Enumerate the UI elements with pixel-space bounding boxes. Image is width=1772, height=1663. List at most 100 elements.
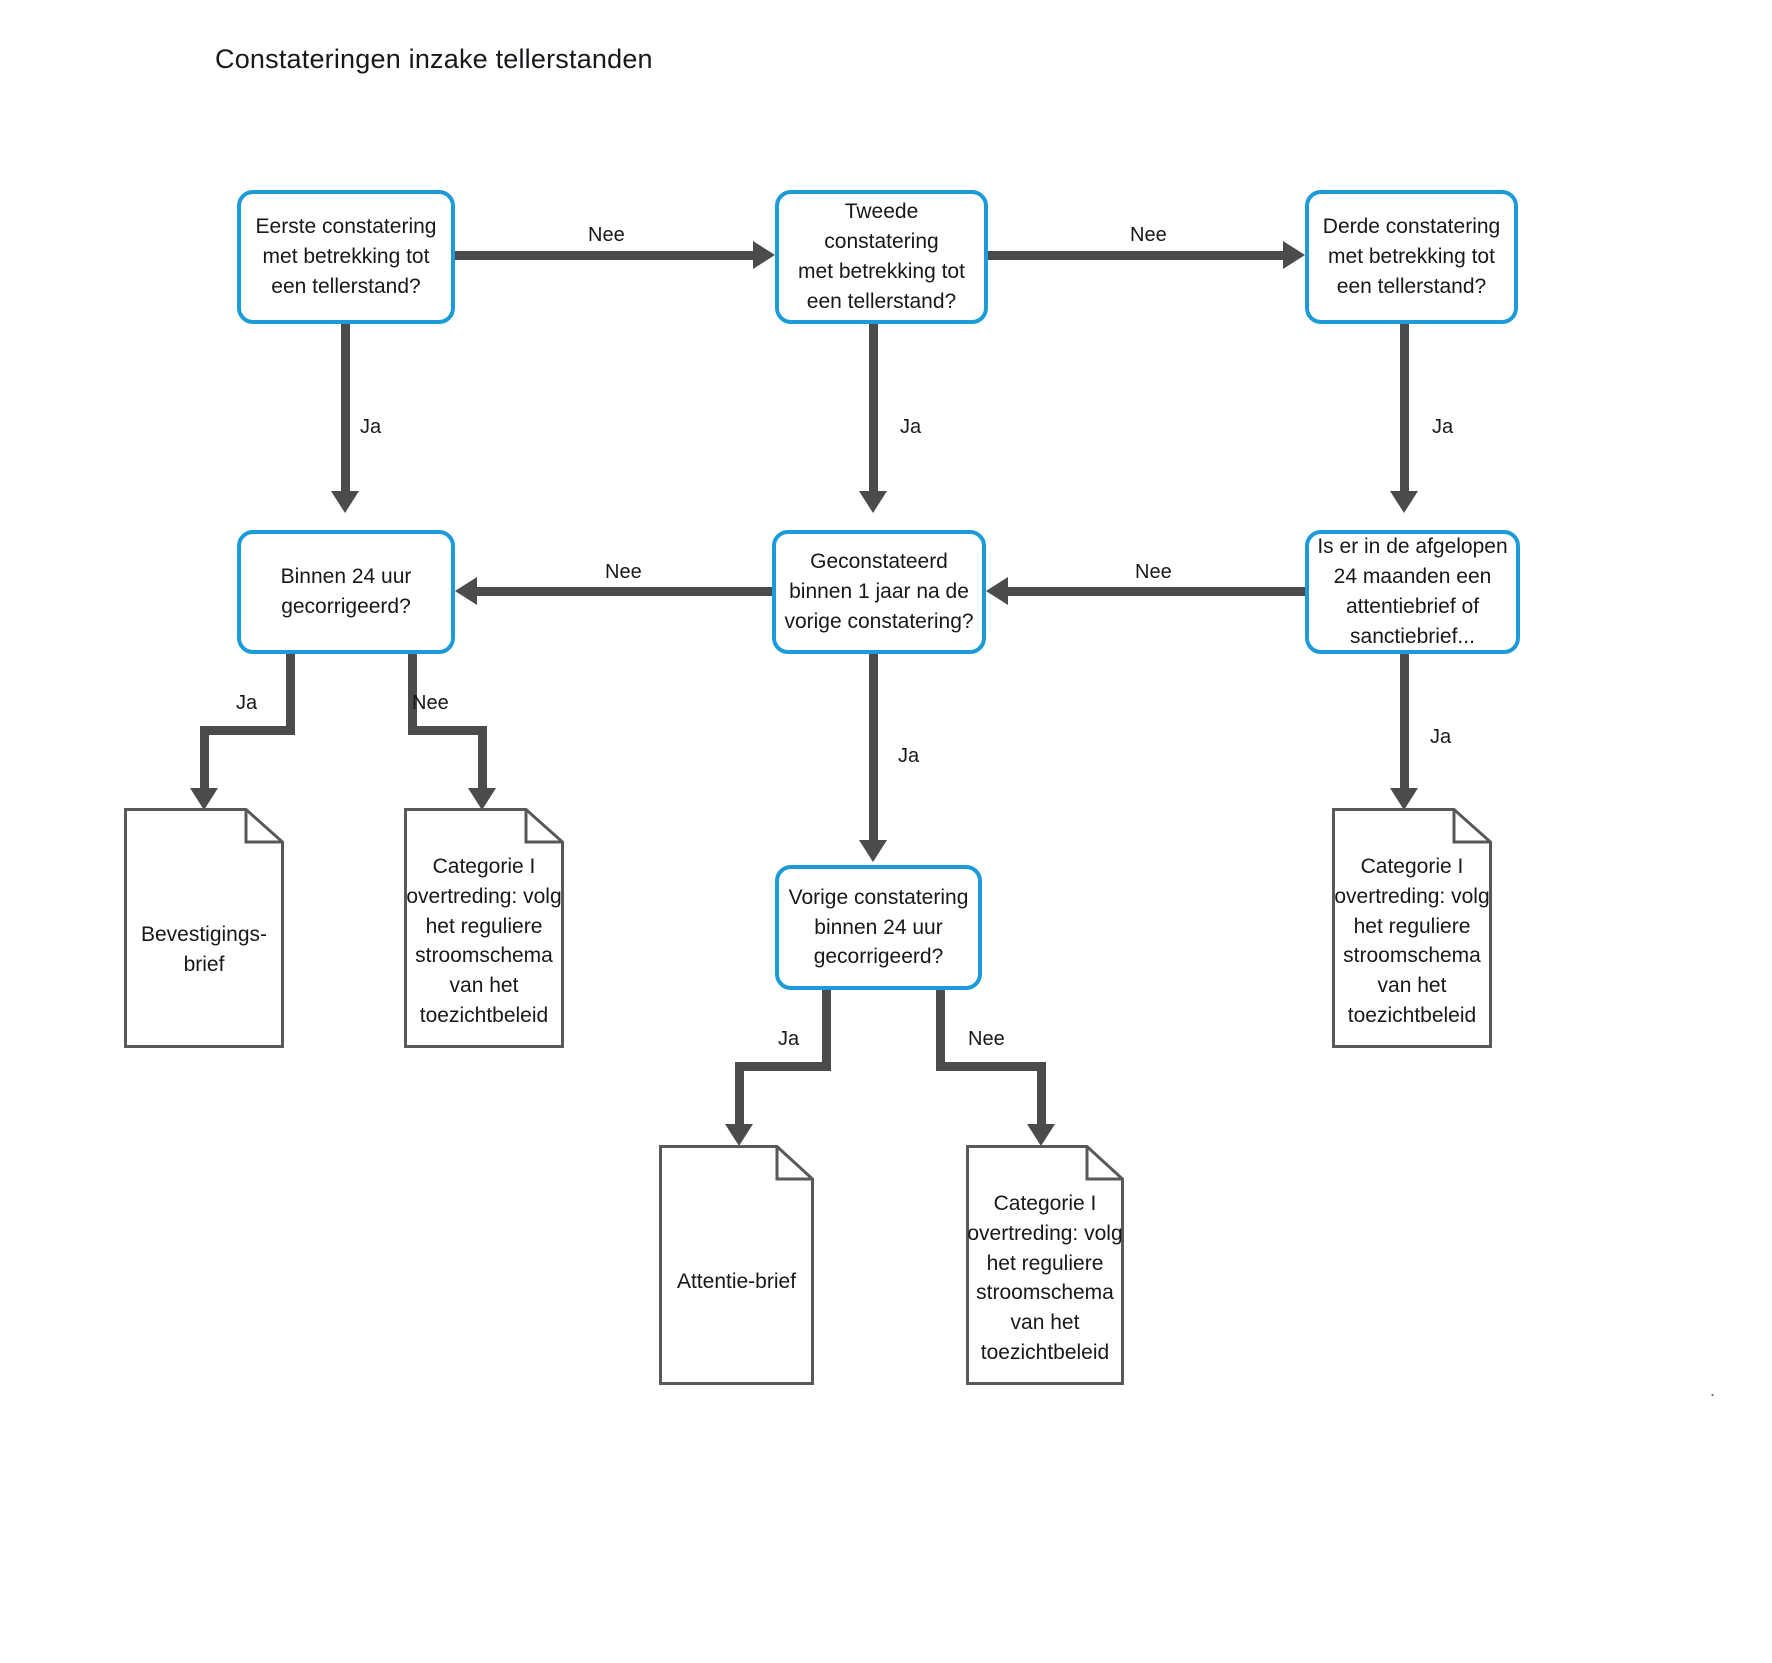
- node-line: sanctiebrief...: [1350, 624, 1475, 648]
- edge-label-tweede-to-derde: Nee: [1130, 224, 1167, 246]
- edge-binnen24-ja-vert2: [200, 726, 209, 790]
- edge-vorige-ja-vert2: [735, 1062, 744, 1126]
- node-line: Is er in de afgelopen: [1317, 535, 1508, 559]
- edge-vorige-ja-arrowhead: [725, 1124, 753, 1146]
- node-line: toezichtbeleid: [1347, 1004, 1477, 1028]
- node-line: van het: [1377, 974, 1447, 998]
- edge-label-eerste-to-tweede: Nee: [588, 224, 625, 246]
- edge-eerste-to-binnen24-arrowhead: [331, 491, 359, 513]
- document-label: Categorie I overtreding: volg het reguli…: [1332, 852, 1492, 1031]
- node-line: een tellerstand?: [271, 274, 421, 298]
- node-line: Tweede constatering: [824, 200, 939, 254]
- edge-afgelopen24-to-categorie-arrowhead: [1390, 788, 1418, 810]
- node-line: vorige constatering?: [784, 609, 974, 633]
- node-line: Categorie I: [993, 1192, 1097, 1215]
- edge-label-afgelopen24-to-categorie: Ja: [1430, 726, 1452, 748]
- node-line: van het: [1010, 1311, 1080, 1335]
- node-line: Binnen 24 uur: [280, 565, 412, 589]
- document-label: Categorie I overtreding: volg het reguli…: [966, 1189, 1124, 1368]
- edge-eerste-to-tweede-arrowhead: [753, 241, 775, 269]
- edge-vorige-ja-horiz: [735, 1062, 831, 1071]
- edge-vorige-nee-horiz: [936, 1062, 1046, 1071]
- edge-geconstateerd-to-vorige-line: [869, 654, 878, 840]
- edge-geconstateerd-to-vorige-arrowhead: [859, 840, 887, 862]
- footnote-dot: .: [1710, 1380, 1716, 1400]
- node-line: met betrekking tot: [798, 260, 965, 283]
- document-categorie-i-onder[interactable]: Categorie I overtreding: volg het reguli…: [966, 1145, 1124, 1385]
- edge-binnen24-nee-horiz: [408, 726, 487, 735]
- node-line: stroomschema: [976, 1281, 1114, 1305]
- edge-derde-to-afgelopen24-line: [1400, 324, 1409, 491]
- edge-tweede-to-geconstateerd-line: [869, 324, 878, 491]
- edge-tweede-to-derde-line: [988, 251, 1283, 260]
- node-line: overtreding:: [406, 884, 518, 908]
- node-line: reguliere: [1388, 914, 1471, 938]
- edge-afgelopen24-to-geconstateerd-arrowhead: [986, 577, 1008, 605]
- decision-afgelopen-24-maanden[interactable]: Is er in de afgelopen 24 maanden een att…: [1305, 530, 1520, 654]
- node-line: Categorie I: [1360, 855, 1464, 878]
- edge-label-afgelopen24-to-geconstateerd: Nee: [1135, 561, 1172, 583]
- node-line: Geconstateerd: [810, 550, 948, 574]
- node-line: volg het: [1353, 884, 1490, 938]
- decision-vorige-constatering[interactable]: Vorige constatering binnen 24 uur gecorr…: [775, 865, 982, 990]
- node-line: Bevestigings-: [140, 923, 268, 946]
- document-label: Attentie-brief: [659, 1267, 814, 1297]
- document-categorie-i-rechts[interactable]: Categorie I overtreding: volg het reguli…: [1332, 808, 1492, 1048]
- edge-label-binnen24-ja: Ja: [236, 692, 258, 714]
- decision-geconstateerd-binnen-1-jaar[interactable]: Geconstateerd binnen 1 jaar na de vorige…: [772, 530, 986, 654]
- node-line: met betrekking tot: [262, 245, 430, 269]
- decision-tweede-constatering[interactable]: Tweede constatering met betrekking tot e…: [775, 190, 988, 324]
- edge-binnen24-ja-vert1: [286, 654, 295, 734]
- decision-binnen-24-uur[interactable]: Binnen 24 uur gecorrigeerd?: [237, 530, 455, 654]
- node-line: gecorrigeerd?: [281, 595, 411, 618]
- edge-tweede-to-geconstateerd-arrowhead: [859, 491, 887, 513]
- node-line: binnen 24 uur: [814, 915, 943, 939]
- edge-geconstateerd-to-binnen24-line: [477, 587, 772, 596]
- page-title: Constateringen inzake tellerstanden: [215, 44, 653, 74]
- node-line: Attentie-brief: [676, 1270, 797, 1293]
- node-line: brief: [183, 952, 225, 976]
- edge-binnen24-ja-horiz: [200, 726, 295, 735]
- edge-tweede-to-derde-arrowhead: [1283, 241, 1305, 269]
- node-line: Eerste constatering: [255, 215, 437, 239]
- decision-derde-constatering[interactable]: Derde constatering met betrekking tot ee…: [1305, 190, 1518, 324]
- edge-label-geconstateerd-to-binnen24: Nee: [605, 561, 642, 583]
- node-line: reguliere: [460, 914, 543, 938]
- document-categorie-i-links[interactable]: Categorie I overtreding: volg het reguli…: [404, 808, 564, 1048]
- node-line: met betrekking tot: [1328, 245, 1495, 269]
- edge-label-binnen24-nee: Nee: [412, 692, 449, 714]
- edge-afgelopen24-to-categorie-line: [1400, 654, 1409, 790]
- edge-binnen24-nee-vert1: [408, 654, 417, 734]
- document-bevestigings-brief[interactable]: Bevestigings- brief: [124, 808, 284, 1048]
- node-line: Categorie I: [432, 855, 536, 878]
- document-label: Categorie I overtreding: volg het reguli…: [404, 852, 564, 1031]
- node-line: toezichtbeleid: [980, 1341, 1110, 1365]
- edge-eerste-to-tweede-line: [455, 251, 753, 260]
- node-line: toezichtbeleid: [419, 1004, 549, 1028]
- edge-vorige-nee-vert1: [936, 990, 945, 1070]
- edge-binnen24-nee-vert2: [478, 726, 487, 790]
- edge-label-derde-to-afgelopen24: Ja: [1432, 416, 1454, 438]
- decision-eerste-constatering[interactable]: Eerste constatering met betrekking tot e…: [237, 190, 455, 324]
- edge-afgelopen24-to-geconstateerd-line: [1008, 587, 1305, 596]
- document-label: Bevestigings- brief: [124, 920, 284, 980]
- edge-derde-to-afgelopen24-arrowhead: [1390, 491, 1418, 513]
- edge-vorige-nee-vert2: [1037, 1062, 1046, 1126]
- edge-label-eerste-to-binnen24: Ja: [360, 416, 382, 438]
- node-line: van het: [449, 974, 519, 998]
- node-line: overtreding:: [967, 1221, 1079, 1245]
- node-line: reguliere: [1021, 1251, 1104, 1275]
- edge-label-vorige-nee: Nee: [968, 1028, 1005, 1050]
- node-line: Vorige constatering: [788, 885, 969, 909]
- edge-binnen24-nee-arrowhead: [468, 788, 496, 810]
- document-attentie-brief[interactable]: Attentie-brief: [659, 1145, 814, 1385]
- edge-geconstateerd-to-binnen24-arrowhead: [455, 577, 477, 605]
- node-line: Derde constatering: [1322, 215, 1501, 239]
- edge-vorige-ja-vert1: [822, 990, 831, 1070]
- edge-label-tweede-to-geconstateerd: Ja: [900, 416, 922, 438]
- node-line: stroomschema: [415, 944, 553, 968]
- node-line: stroomschema: [1343, 944, 1481, 968]
- edge-eerste-to-binnen24-line: [341, 324, 350, 491]
- node-line: binnen 1 jaar na de: [789, 580, 969, 604]
